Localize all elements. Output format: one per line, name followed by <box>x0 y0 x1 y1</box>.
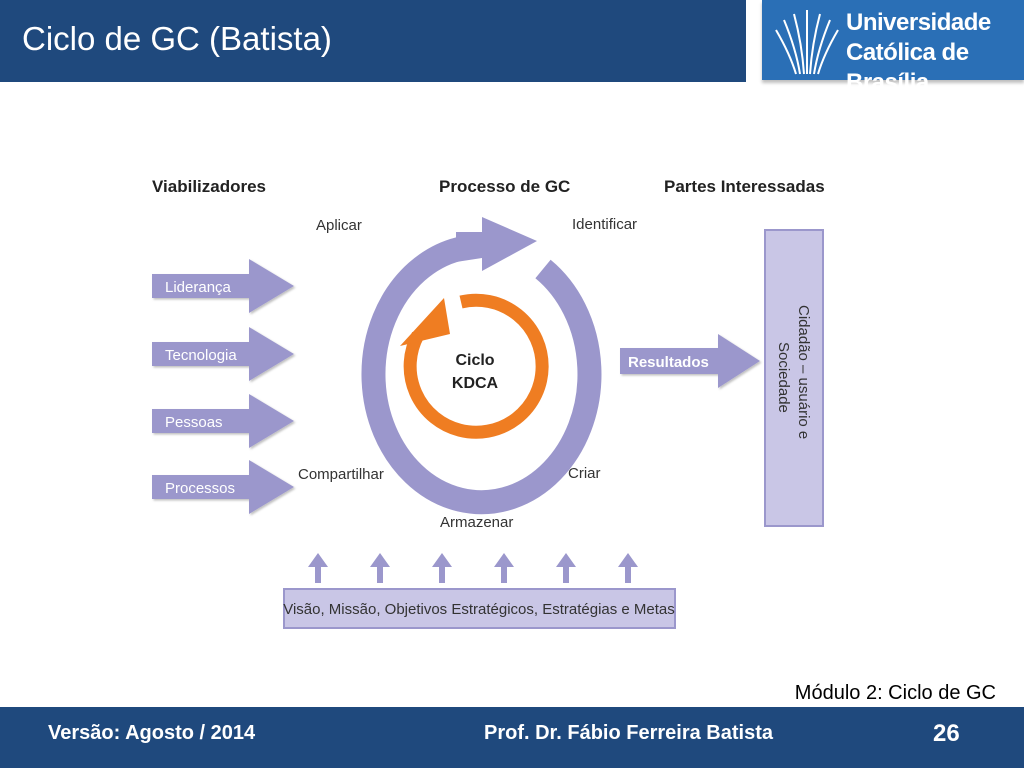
kdca-label-line2: KDCA <box>452 375 499 392</box>
step-store: Armazenar <box>440 514 513 531</box>
up-arrow-icon <box>556 553 576 583</box>
university-name-line2: Católica de Brasília <box>846 39 969 96</box>
stakeholder-line2: Sociedade <box>775 342 792 413</box>
enabler-arrow-leadership: Liderança <box>152 259 294 313</box>
module-label: Módulo 2: Ciclo de GC <box>794 682 996 704</box>
outer-gc-cycle <box>361 217 602 515</box>
university-name-line1: Universidade <box>846 9 991 36</box>
enabler-label: Tecnologia <box>165 347 237 364</box>
up-arrow-icon <box>618 553 638 583</box>
page-number: 26 <box>933 720 960 747</box>
gc-cycle-diagram: Viabilizadores Processo de GC Partes Int… <box>152 177 825 629</box>
up-arrow-icon <box>432 553 452 583</box>
version-label: Versão: Agosto / 2014 <box>48 722 256 744</box>
title-bar: Ciclo de GC (Batista) <box>0 0 746 82</box>
cathedral-logo-icon <box>775 10 839 75</box>
header-gc-process: Processo de GC <box>439 177 570 196</box>
enabler-label: Liderança <box>165 279 232 296</box>
step-apply: Aplicar <box>316 217 362 234</box>
up-arrow-icon <box>370 553 390 583</box>
enabler-arrow-technology: Tecnologia <box>152 327 294 381</box>
up-arrow-icon <box>308 553 328 583</box>
header-enablers: Viabilizadores <box>152 177 266 196</box>
university-name: Universidade Católica de Brasília <box>846 8 1024 98</box>
foundation-up-arrows <box>308 553 638 583</box>
foundation-box: Visão, Missão, Objetivos Estratégicos, E… <box>283 588 676 629</box>
step-create: Criar <box>568 465 601 482</box>
enabler-arrow-processes: Processos <box>152 460 294 514</box>
results-label: Resultados <box>628 354 709 371</box>
university-logo: Universidade Católica de Brasília <box>762 0 1024 96</box>
inner-kdca-cycle <box>400 293 549 439</box>
header-stakeholders: Partes Interessadas <box>664 177 825 196</box>
enabler-label: Processos <box>165 480 235 497</box>
author-label: Prof. Dr. Fábio Ferreira Batista <box>484 722 773 744</box>
slide-title: Ciclo de GC (Batista) <box>22 20 332 57</box>
stakeholder-line1: Cidadão – usuário e <box>795 305 812 439</box>
step-identify: Identificar <box>572 216 637 233</box>
step-share: Compartilhar <box>298 466 384 483</box>
footer-bar: Versão: Agosto / 2014 Prof. Dr. Fábio Fe… <box>0 707 1024 768</box>
foundation-label: Visão, Missão, Objetivos Estratégicos, E… <box>283 601 675 618</box>
enabler-arrow-people: Pessoas <box>152 394 294 448</box>
kdca-label-line1: Ciclo <box>455 352 494 369</box>
up-arrow-icon <box>494 553 514 583</box>
stakeholders-box: Cidadão – usuário e Sociedade <box>764 229 824 527</box>
enabler-label: Pessoas <box>165 414 223 431</box>
results-arrow: Resultados <box>620 334 760 388</box>
